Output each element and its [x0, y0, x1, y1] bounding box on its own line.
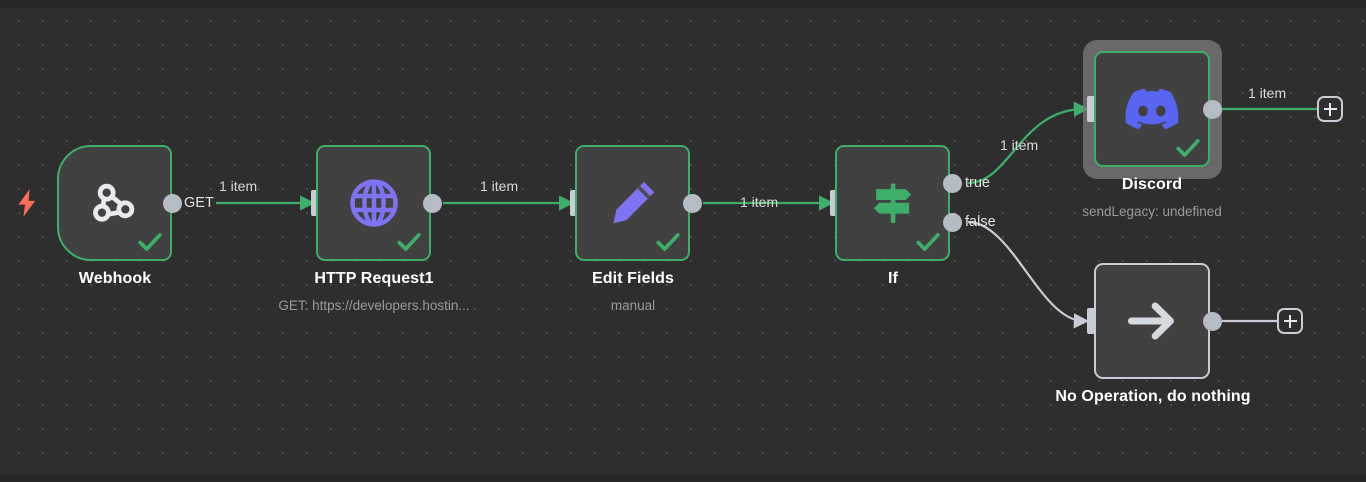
node-subtitle-edit-fields: manual — [610, 298, 656, 313]
input-port-discord[interactable] — [1087, 96, 1098, 122]
lightning-bolt-icon — [14, 188, 40, 218]
output-port-no-op[interactable] — [1203, 312, 1222, 331]
node-subtitle-http-request-1: GET: https://developers.hostin... — [278, 298, 470, 313]
signpost-icon — [837, 147, 948, 259]
output-port-if-false[interactable] — [943, 213, 962, 232]
node-webhook[interactable] — [57, 145, 172, 261]
node-label-no-op: No Operation, do nothing — [1055, 388, 1251, 405]
output-label-if-true: true — [965, 175, 990, 191]
node-http-request-1[interactable] — [316, 145, 431, 261]
canvas-top-edge — [0, 0, 1366, 8]
output-port-edit-fields[interactable] — [683, 194, 702, 213]
node-label-if: If — [888, 270, 898, 287]
node-label-edit-fields: Edit Fields — [592, 270, 674, 287]
node-label-webhook: Webhook — [78, 270, 152, 287]
output-label-webhook: GET — [184, 195, 214, 211]
input-port-no-op[interactable] — [1087, 308, 1098, 334]
output-port-http-request-1[interactable] — [423, 194, 442, 213]
discord-icon — [1096, 53, 1208, 165]
node-subtitle-discord: sendLegacy: undefined — [1082, 204, 1222, 219]
output-port-if-true[interactable] — [943, 174, 962, 193]
arrow-right-icon — [1096, 265, 1208, 377]
output-port-webhook[interactable] — [163, 194, 182, 213]
add-node-button-after-discord[interactable] — [1317, 96, 1343, 122]
wire-label-if-true-to-discord: 1 item — [1000, 137, 1039, 153]
node-edit-fields[interactable] — [575, 145, 690, 261]
pencil-icon — [577, 147, 688, 259]
success-check-icon — [397, 233, 421, 251]
wire-label-edit-to-if: 1 item — [740, 194, 779, 210]
node-if[interactable] — [835, 145, 950, 261]
success-check-icon — [656, 233, 680, 251]
wire-label-discord-to-add: 1 item — [1248, 85, 1287, 101]
add-node-button-after-noop[interactable] — [1277, 308, 1303, 334]
webhook-icon — [59, 147, 170, 259]
success-check-icon — [138, 233, 162, 251]
node-label-http-request-1: HTTP Request1 — [314, 270, 434, 287]
output-port-discord[interactable] — [1203, 100, 1222, 119]
node-no-op[interactable] — [1094, 263, 1210, 379]
canvas-bottom-edge — [0, 474, 1366, 482]
wire-label-http-to-edit: 1 item — [480, 178, 519, 194]
node-label-discord: Discord — [1121, 176, 1183, 193]
globe-icon — [318, 147, 429, 259]
success-check-icon — [1176, 139, 1200, 157]
success-check-icon — [916, 233, 940, 251]
wire-label-webhook-to-http: 1 item — [219, 178, 258, 194]
node-discord[interactable] — [1094, 51, 1210, 167]
output-label-if-false: false — [965, 214, 996, 230]
